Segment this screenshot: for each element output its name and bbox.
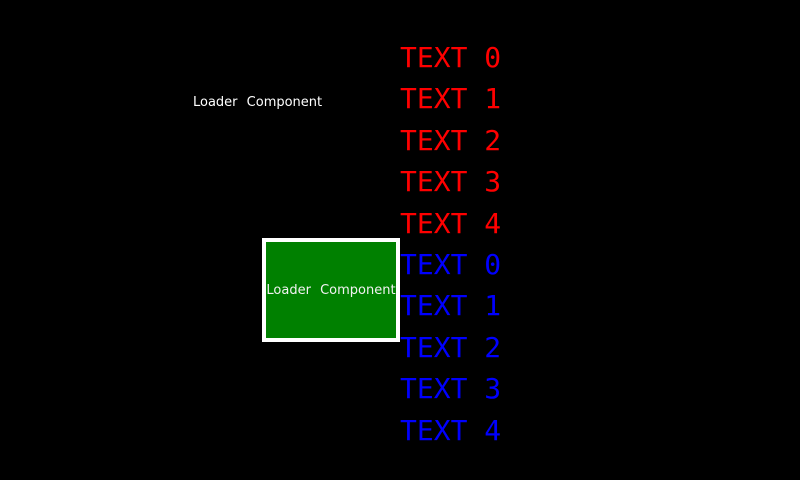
list-item-red-4[interactable]: TEXT 4: [400, 206, 502, 240]
list-item-blue-2[interactable]: TEXT 2: [400, 330, 502, 364]
list-item-red-3[interactable]: TEXT 3: [400, 165, 502, 199]
list-item-red-1[interactable]: TEXT 1: [400, 82, 502, 116]
list-item-blue-4[interactable]: TEXT 4: [400, 413, 502, 447]
list-item-red-2[interactable]: TEXT 2: [400, 123, 502, 157]
list-item-red-0[interactable]: TEXT 0: [400, 41, 502, 74]
list-item-blue-3[interactable]: TEXT 3: [400, 372, 502, 406]
loader-component-box[interactable]: Loader Component: [262, 238, 400, 342]
loader-component-box-label: Loader Component: [266, 282, 396, 298]
text-list: TEXT 0 TEXT 1 TEXT 2 TEXT 3 TEXT 4 TEXT …: [400, 37, 501, 451]
list-item-blue-1[interactable]: TEXT 1: [400, 289, 502, 323]
loader-component-label: Loader Component: [193, 95, 323, 110]
list-item-blue-0[interactable]: TEXT 0: [400, 247, 502, 281]
